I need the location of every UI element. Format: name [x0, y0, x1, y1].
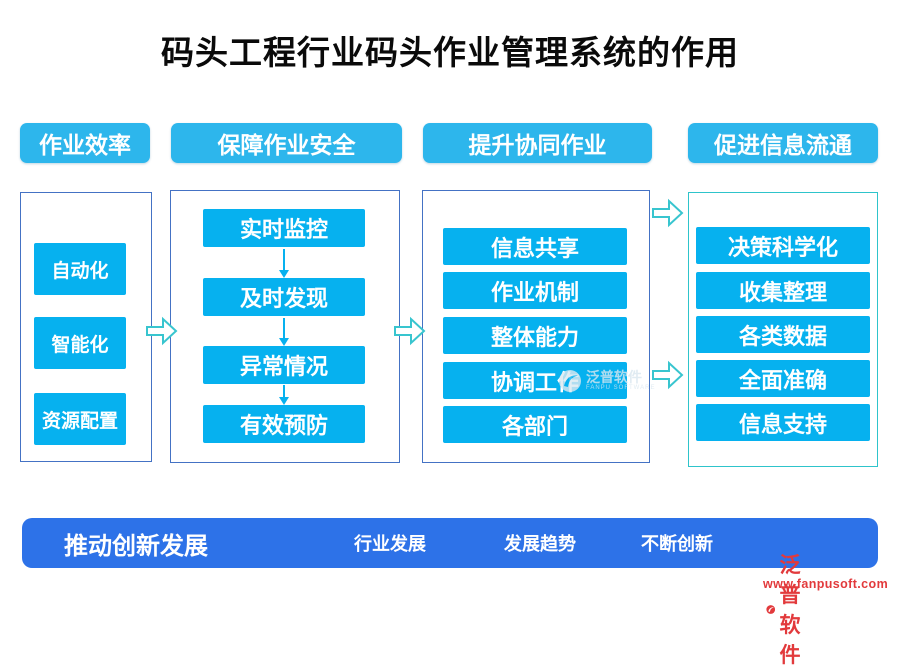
brand-name: 泛普软件 [779, 554, 801, 667]
right-arrow-icon [652, 360, 684, 390]
down-arrow-icon [279, 249, 289, 278]
column-efficiency-container: 自动化 智能化 资源配置 [20, 192, 152, 462]
node-collect-organize: 收集整理 [696, 272, 870, 309]
node-info-support: 信息支持 [696, 404, 870, 441]
header-work-efficiency: 作业效率 [20, 123, 150, 163]
node-scientific-decision: 决策科学化 [696, 227, 870, 264]
down-arrow-icon [279, 318, 289, 346]
node-realtime-monitor: 实时监控 [203, 209, 365, 247]
node-various-data: 各类数据 [696, 316, 870, 353]
node-effective-prevention: 有效预防 [203, 405, 365, 443]
node-resource-allocation: 资源配置 [34, 393, 126, 445]
node-timely-discovery: 及时发现 [203, 278, 365, 316]
node-comprehensive-accurate: 全面准确 [696, 360, 870, 397]
down-arrow-icon [279, 385, 289, 405]
footer-item-continuous-innovation: 不断创新 [641, 534, 713, 554]
node-intelligence: 智能化 [34, 317, 126, 369]
node-automation: 自动化 [34, 243, 126, 295]
fanpu-logo-icon [766, 604, 776, 614]
footer-item-development-trend: 发展趋势 [504, 534, 576, 554]
footer-banner: 推动创新发展 行业发展 发展趋势 不断创新 [22, 518, 878, 568]
page-title: 码头工程行业码头作业管理系统的作用 [161, 36, 739, 72]
node-info-sharing: 信息共享 [443, 228, 627, 265]
header-info-circulation: 促进信息流通 [688, 123, 878, 163]
node-coordination-work: 协调工作 [443, 362, 627, 399]
right-arrow-icon [146, 316, 178, 346]
footer-item-industry-development: 行业发展 [354, 534, 426, 554]
footer-primary-label: 推动创新发展 [64, 532, 208, 560]
right-arrow-icon [652, 198, 684, 228]
header-collaboration: 提升协同作业 [423, 123, 652, 163]
node-departments: 各部门 [443, 406, 627, 443]
right-arrow-icon [394, 316, 426, 346]
node-work-mechanism: 作业机制 [443, 272, 627, 309]
column-information-container: 决策科学化 收集整理 各类数据 全面准确 信息支持 [688, 192, 878, 467]
column-safety-container: 实时监控 及时发现 异常情况 有效预防 [170, 190, 400, 463]
brand-url: www.fanpusoft.com [763, 577, 889, 591]
node-abnormal-situation: 异常情况 [203, 346, 365, 384]
column-collaboration-container: 信息共享 作业机制 整体能力 协调工作 各部门 [422, 190, 650, 463]
node-overall-capability: 整体能力 [443, 317, 627, 354]
header-safety-guarantee: 保障作业安全 [171, 123, 402, 163]
